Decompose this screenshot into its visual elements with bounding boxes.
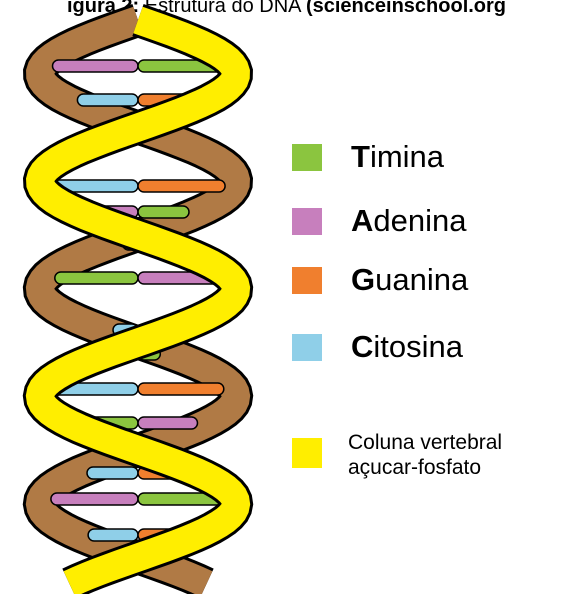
base-pair-12-left (87, 467, 138, 479)
backbone-swatch (292, 438, 322, 468)
timina-label: Timina (351, 140, 444, 174)
legend-item-guanina: Guanina (292, 263, 468, 297)
dna-double-helix (0, 0, 290, 594)
base-pair-2-left (77, 94, 138, 106)
base-pair-5-right (138, 206, 189, 218)
legend-item-citosina: Citosina (292, 330, 463, 364)
base-pair-7-left (55, 272, 138, 284)
timina-swatch (292, 144, 322, 171)
citosina-swatch (292, 334, 322, 361)
base-pair-10-right (138, 383, 224, 395)
guanina-swatch (292, 267, 322, 294)
adenina-label: Adenina (351, 204, 466, 238)
legend-item-adenina: Adenina (292, 204, 466, 238)
adenina-swatch (292, 208, 322, 235)
caption-source: (scienceinschool.org (306, 0, 506, 17)
guanina-label: Guanina (351, 263, 468, 297)
base-pair-13-left (51, 493, 138, 505)
legend-item-timina: Timina (292, 140, 444, 174)
base-pair-11-right (138, 417, 198, 429)
base-pair-1-left (53, 60, 139, 72)
backbone-label: Coluna vertebral açucar-fosfato (348, 430, 502, 480)
base-pair-14-left (88, 529, 138, 541)
base-pair-4-right (138, 180, 225, 192)
citosina-label: Citosina (351, 330, 463, 364)
legend-item-backbone: Coluna vertebral açucar-fosfato (292, 430, 502, 480)
